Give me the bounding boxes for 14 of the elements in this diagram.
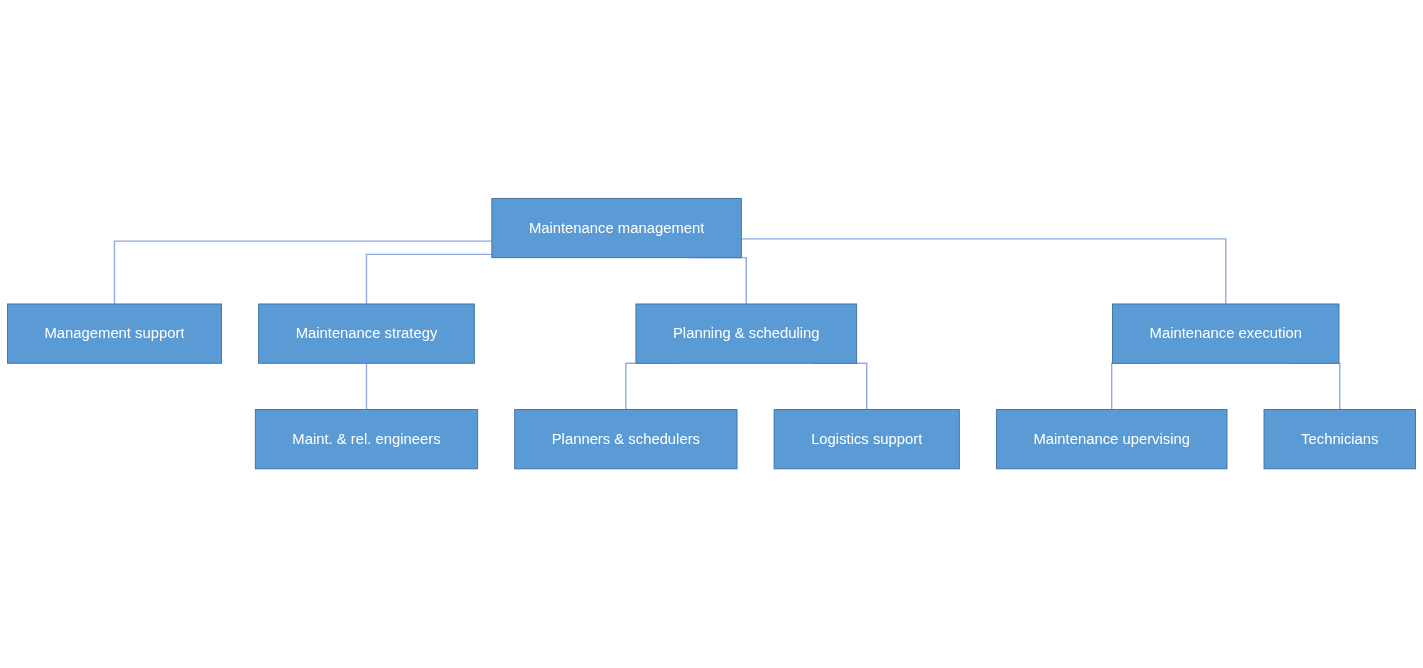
connector	[365, 254, 493, 306]
node-box: Planning & scheduling	[635, 303, 858, 365]
node-box: Maintenance upervising	[995, 409, 1228, 470]
connector	[365, 362, 368, 411]
connector	[740, 238, 1227, 306]
node-box: Planners & schedulers	[514, 409, 738, 470]
node-box: Maintenance execution	[1112, 303, 1340, 365]
node-box: Management support	[6, 303, 223, 365]
node-box: Maintenance management	[491, 198, 742, 259]
node-box: Technicians	[1263, 409, 1417, 470]
node-box: Maintenance strategy	[258, 303, 475, 365]
node-box: Maint. & rel. engineers	[254, 409, 479, 470]
node-box: Logistics support	[773, 409, 960, 470]
connector	[113, 240, 493, 306]
